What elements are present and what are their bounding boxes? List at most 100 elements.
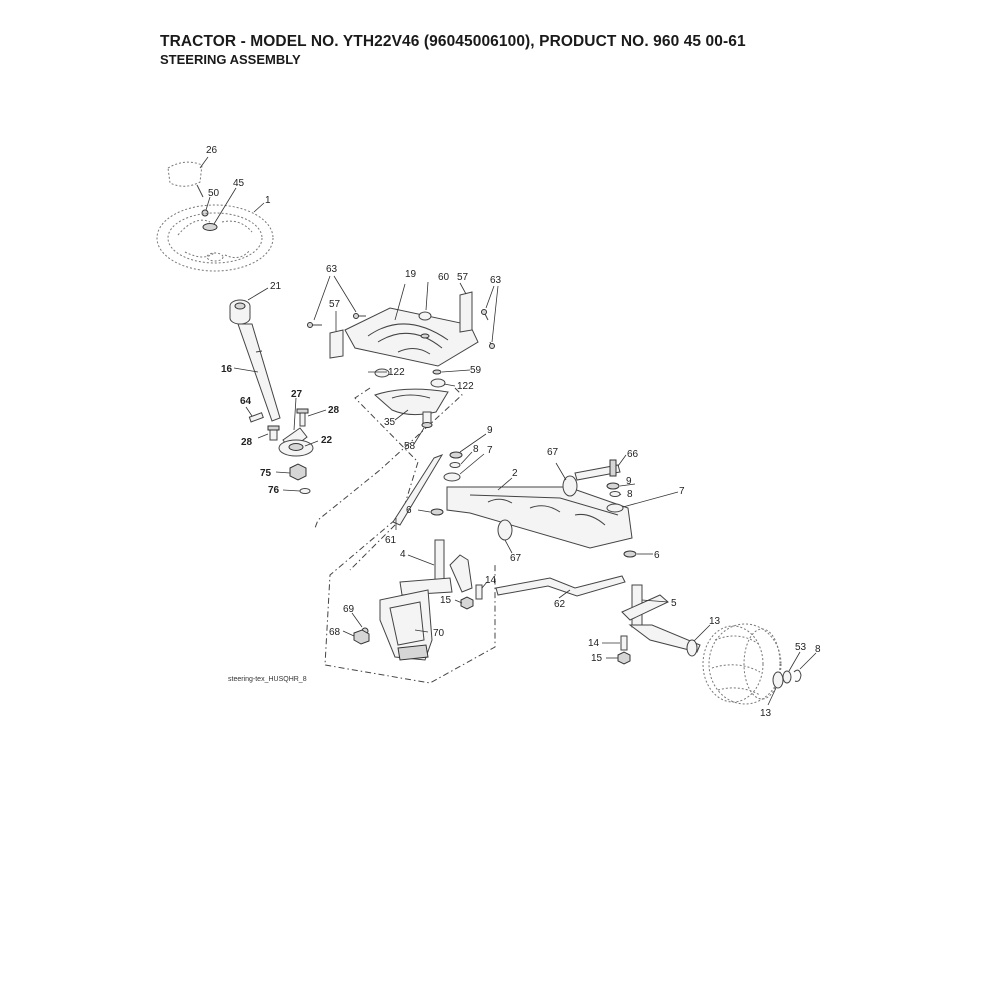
steering-cap bbox=[167, 161, 204, 198]
shaft-pin bbox=[248, 412, 264, 423]
hex-nut bbox=[289, 463, 307, 481]
cap-right bbox=[606, 482, 620, 490]
tie-rod-bolt-right bbox=[620, 635, 628, 651]
steering-bushing bbox=[229, 299, 251, 325]
left-bracket bbox=[329, 329, 344, 359]
callout-19: 19 bbox=[405, 269, 417, 280]
diagram-reference: steering-tex_HUSQHR_8 bbox=[228, 676, 307, 683]
steering-shaft bbox=[237, 323, 281, 422]
callout-63-left: 63 bbox=[326, 264, 338, 275]
callout-8-right: 8 bbox=[627, 489, 633, 500]
leader-lines bbox=[199, 156, 817, 706]
washer-left-lower bbox=[430, 508, 444, 516]
steering-rack bbox=[379, 589, 433, 661]
callout-13-inner: 13 bbox=[709, 616, 721, 627]
callout-16: 16 bbox=[221, 364, 233, 375]
callout-28-right: 28 bbox=[328, 405, 340, 416]
shaft-washer bbox=[299, 488, 311, 494]
bushing-left bbox=[374, 368, 390, 378]
callout-75: 75 bbox=[260, 468, 272, 479]
spacer bbox=[432, 369, 442, 375]
bushing-upper bbox=[562, 475, 578, 497]
bearing-right bbox=[606, 503, 624, 513]
callout-13-outer: 13 bbox=[760, 708, 772, 719]
callout-57-right: 57 bbox=[457, 272, 469, 283]
callout-62: 62 bbox=[554, 599, 566, 610]
bearing-left bbox=[443, 472, 461, 482]
callout-22: 22 bbox=[321, 435, 333, 446]
callout-8-left: 8 bbox=[473, 444, 479, 455]
callout-45: 45 bbox=[233, 178, 245, 189]
callout-5: 5 bbox=[671, 598, 677, 609]
callout-66: 66 bbox=[627, 449, 639, 460]
tie-rod-nut-left bbox=[460, 596, 474, 610]
callout-35: 35 bbox=[384, 417, 396, 428]
callout-122-left: 122 bbox=[388, 367, 405, 378]
callout-1: 1 bbox=[265, 195, 271, 206]
callout-58: 58 bbox=[404, 441, 416, 452]
bushing-lower bbox=[497, 519, 513, 541]
callout-6-right: 6 bbox=[654, 550, 660, 561]
bolt-left bbox=[267, 425, 280, 441]
page-title: TRACTOR - MODEL NO. YTH22V46 (9604500610… bbox=[160, 33, 746, 50]
callout-50: 50 bbox=[208, 188, 220, 199]
callout-9-left: 9 bbox=[487, 425, 493, 436]
callout-2: 2 bbox=[512, 468, 518, 479]
bushing-right bbox=[430, 378, 446, 388]
callout-labels: 26 50 45 1 21 16 64 27 28 28 22 75 76 63… bbox=[206, 145, 821, 719]
washer-right-upper bbox=[609, 491, 621, 497]
drag-link bbox=[392, 454, 444, 526]
screws-right bbox=[481, 309, 495, 349]
retaining-clip bbox=[793, 669, 802, 682]
front-axle bbox=[446, 486, 633, 549]
callout-59: 59 bbox=[470, 365, 482, 376]
washer-left-upper bbox=[449, 462, 461, 468]
callout-6-left: 6 bbox=[406, 505, 412, 516]
washer-right-lower bbox=[623, 550, 637, 558]
callout-21: 21 bbox=[270, 281, 282, 292]
callout-76: 76 bbox=[268, 485, 280, 496]
tie-rod-bolt-left bbox=[475, 584, 483, 600]
pivot-bolt bbox=[421, 411, 433, 428]
callout-122-right: 122 bbox=[457, 381, 474, 392]
callout-61: 61 bbox=[385, 535, 397, 546]
wheel-bearing-outer bbox=[772, 671, 784, 689]
screws-left bbox=[307, 313, 366, 328]
steering-wheel bbox=[156, 204, 274, 272]
callout-67-lower: 67 bbox=[510, 553, 522, 564]
callout-69: 69 bbox=[343, 604, 355, 615]
callout-9-right: 9 bbox=[626, 476, 632, 487]
callout-60: 60 bbox=[438, 272, 450, 283]
callout-4: 4 bbox=[400, 549, 406, 560]
right-bracket bbox=[459, 291, 473, 333]
wheel-washer-outer bbox=[782, 670, 792, 684]
callout-15-left: 15 bbox=[440, 595, 452, 606]
callout-70: 70 bbox=[433, 628, 445, 639]
cap-screw bbox=[201, 209, 209, 217]
callout-7-right: 7 bbox=[679, 486, 685, 497]
axle-pivot-bolt bbox=[574, 459, 621, 481]
tie-rod-nut-right bbox=[617, 651, 631, 665]
callout-57-left: 57 bbox=[329, 299, 341, 310]
steering-plate bbox=[344, 307, 479, 367]
rack-nut bbox=[353, 629, 370, 645]
left-spindle bbox=[399, 539, 473, 596]
callout-8-wheel: 8 bbox=[815, 644, 821, 655]
callout-14-right: 14 bbox=[588, 638, 600, 649]
assembly-path-lines bbox=[314, 387, 496, 684]
callout-14-left: 14 bbox=[485, 575, 497, 586]
callout-15-right: 15 bbox=[591, 653, 603, 664]
pinion-gear bbox=[278, 439, 314, 457]
plate-bushing bbox=[418, 311, 432, 321]
callout-53: 53 bbox=[795, 642, 807, 653]
wheel-hub bbox=[206, 252, 224, 262]
callout-63-right: 63 bbox=[490, 275, 502, 286]
callout-26: 26 bbox=[206, 145, 218, 156]
sector-gear bbox=[374, 388, 449, 416]
bolt-right bbox=[296, 408, 309, 427]
front-tire bbox=[702, 623, 782, 705]
page-subtitle: STEERING ASSEMBLY bbox=[160, 52, 301, 67]
callout-28-left: 28 bbox=[241, 437, 253, 448]
wheel-washer bbox=[202, 223, 218, 231]
